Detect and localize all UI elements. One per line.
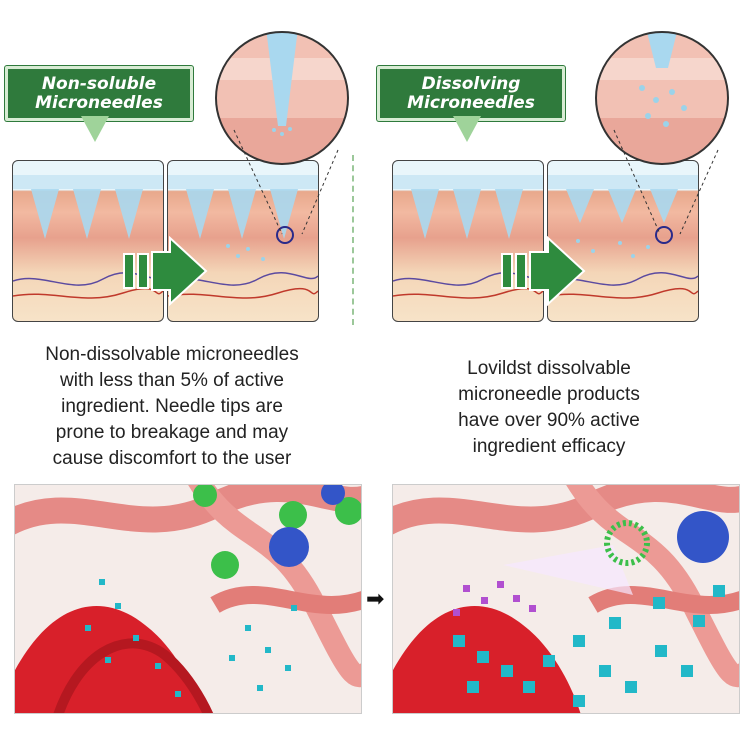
non-soluble-description: Non-dissolvable microneedles with less t… bbox=[16, 342, 328, 472]
left-label-pointer bbox=[81, 116, 109, 142]
description-line: prone to breakage and may bbox=[55, 422, 289, 443]
right-progress-arrow-icon bbox=[501, 236, 586, 306]
non-soluble-label-line2: Microneedles bbox=[35, 92, 163, 113]
description-line: have over 90% active bbox=[458, 410, 640, 431]
blood-vessel-illustration bbox=[393, 485, 739, 713]
blood-vessel-illustration bbox=[15, 485, 361, 713]
skin-panel-left-after bbox=[167, 160, 319, 322]
left-zoom-guides bbox=[233, 129, 339, 235]
description-line: ingredient. Needle tips are bbox=[61, 396, 283, 417]
center-divider bbox=[352, 155, 354, 325]
dissolving-label-line2: Microneedles bbox=[407, 92, 535, 113]
left-progress-arrow-icon bbox=[123, 236, 208, 306]
non-soluble-label-line1: Non-soluble bbox=[41, 73, 157, 94]
needle-array-illustration bbox=[393, 175, 543, 299]
right-absorption-illustration bbox=[392, 484, 740, 714]
dissolving-description: Lovildst dissolvable microneedle product… bbox=[398, 356, 700, 460]
description-line: Non-dissolvable microneedles bbox=[45, 344, 299, 365]
description-line: cause discomfort to the user bbox=[52, 448, 292, 469]
needle-array-illustration bbox=[13, 175, 163, 299]
next-arrow-icon: ➡ bbox=[366, 586, 385, 611]
right-label-pointer bbox=[453, 116, 481, 142]
left-absorption-illustration bbox=[14, 484, 362, 714]
description-line: ingredient efficacy bbox=[472, 436, 626, 457]
skin-panel-left-before bbox=[12, 160, 164, 322]
description-line: Lovildst dissolvable bbox=[467, 358, 631, 379]
left-zoom-circle bbox=[215, 31, 349, 165]
description-line: microneedle products bbox=[458, 384, 640, 405]
skin-panel-right-before bbox=[392, 160, 544, 322]
non-soluble-label: Non-soluble Microneedles bbox=[5, 66, 193, 121]
description-line: with less than 5% of active bbox=[60, 370, 284, 391]
needle-array-illustration bbox=[168, 175, 318, 299]
right-zoom-guides bbox=[613, 129, 719, 235]
dissolving-label-line1: Dissolving bbox=[421, 73, 521, 94]
needle-array-illustration bbox=[548, 175, 698, 299]
dissolving-label: Dissolving Microneedles bbox=[377, 66, 565, 121]
right-zoom-circle bbox=[595, 31, 729, 165]
